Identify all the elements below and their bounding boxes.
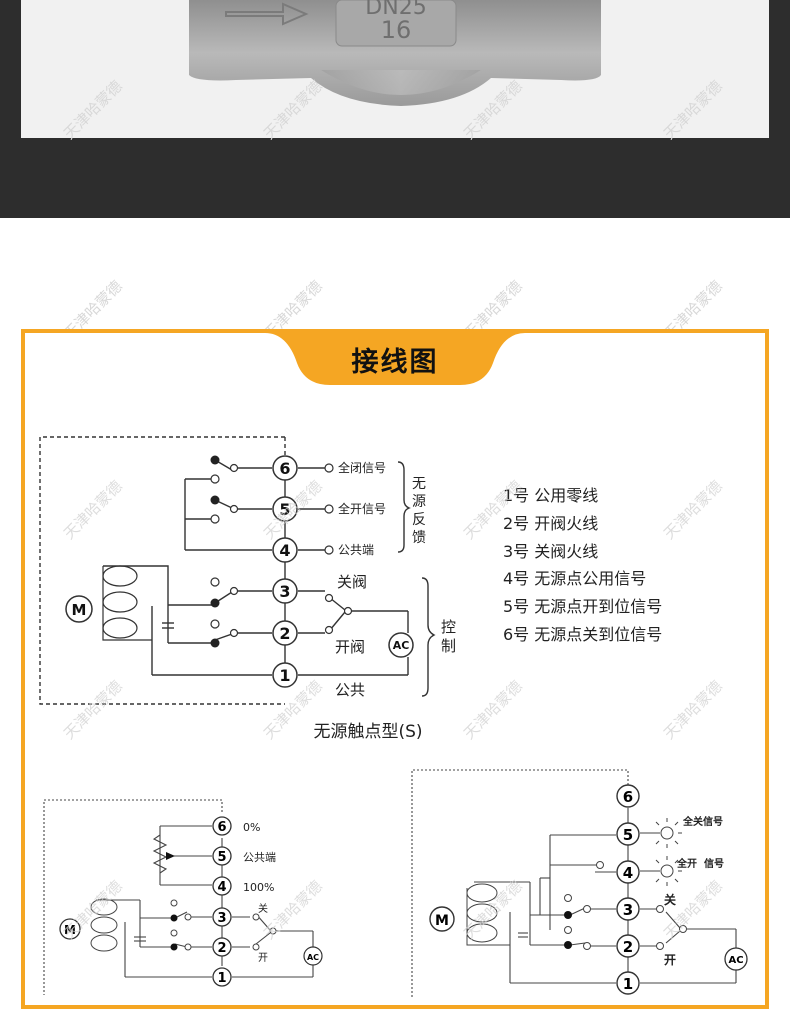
svg-text:AC: AC — [728, 955, 743, 966]
label-close-valve: 关阀 — [337, 573, 367, 591]
svg-text:5: 5 — [623, 826, 633, 844]
section-title: 接线图 — [351, 347, 439, 378]
svg-text:制: 制 — [441, 637, 456, 655]
label-close: 关 — [664, 892, 676, 907]
label-zero-percent: 0% — [243, 821, 260, 834]
svg-text:1: 1 — [623, 975, 633, 993]
label-full-close-signal: 全关信号 — [682, 815, 723, 828]
svg-text:4: 4 — [279, 541, 290, 560]
terminal-3: 3 — [272, 578, 298, 604]
label-full-open: 全开 — [676, 857, 697, 870]
svg-text:3: 3 — [217, 911, 226, 926]
svg-text:2: 2 — [279, 624, 290, 643]
svg-text:3: 3 — [623, 901, 633, 919]
svg-text:4: 4 — [217, 880, 226, 895]
svg-text:AC: AC — [307, 953, 319, 962]
label-common-terminal: 公共端 — [243, 851, 276, 864]
label-common: 公共 — [335, 681, 365, 699]
enclosure-border — [39, 436, 285, 705]
svg-text:M: M — [435, 913, 449, 929]
svg-text:控: 控 — [441, 618, 456, 636]
svg-text:反: 反 — [412, 512, 426, 528]
legend-item: 6号 无源点关到位信号 — [503, 625, 662, 644]
svg-text:6: 6 — [279, 459, 290, 478]
terminal-1: 1 — [272, 662, 298, 688]
legend-item: 1号 公用零线 — [503, 486, 598, 505]
terminal-2: 2 — [272, 620, 298, 646]
svg-text:1: 1 — [279, 666, 290, 685]
cast-mark-pn: 16 — [381, 16, 412, 44]
label-open: 开 — [664, 953, 676, 967]
label-close: 关 — [258, 902, 268, 915]
svg-text:5: 5 — [279, 500, 290, 519]
legend-item: 4号 无源点公用信号 — [503, 569, 646, 588]
label-full-close-signal: 全闭信号 — [338, 460, 386, 475]
motor-coil-icon — [466, 883, 510, 946]
motor-coil-icon — [90, 898, 118, 952]
label-open: 开 — [258, 953, 268, 964]
label-signal: 信号 — [704, 857, 724, 870]
title-tab — [265, 333, 525, 385]
svg-text:6: 6 — [217, 820, 226, 835]
label-open-valve: 开阀 — [335, 638, 365, 656]
diagram-caption: 无源触点型(S) — [313, 722, 422, 742]
svg-text:源: 源 — [412, 494, 426, 510]
legend-item: 2号 开阀火线 — [503, 514, 598, 533]
legend-item: 5号 无源点开到位信号 — [503, 597, 662, 616]
svg-text:M: M — [64, 923, 76, 937]
svg-text:5: 5 — [217, 850, 226, 865]
motor-symbol: M — [65, 595, 93, 623]
terminal-column: 6 5 4 3 2 1 — [212, 816, 232, 987]
ac-source: AC — [724, 947, 748, 971]
svg-text:2: 2 — [217, 941, 226, 956]
control-group-label: 控 制 — [441, 618, 456, 655]
svg-text:M: M — [72, 601, 87, 619]
signal-lamp-icon — [652, 818, 682, 886]
svg-text:3: 3 — [279, 582, 290, 601]
terminal-4: 4 — [272, 537, 298, 563]
motor-symbol: M — [429, 906, 455, 932]
label-common-terminal: 公共端 — [338, 543, 374, 557]
flow-arrow-icon — [225, 2, 309, 26]
svg-text:2: 2 — [623, 938, 633, 956]
svg-text:无: 无 — [412, 476, 426, 492]
label-hundred-percent: 100% — [243, 881, 274, 894]
terminal-6: 6 — [272, 455, 298, 481]
label-full-open-signal: 全开信号 — [338, 501, 386, 516]
svg-text:1: 1 — [217, 971, 226, 986]
valve-body-image: DN25 16 — [189, 0, 601, 106]
ac-source: AC — [388, 632, 414, 658]
cast-mark-dn: DN25 — [365, 0, 426, 20]
feedback-group-label: 无 源 反 馈 — [412, 476, 426, 546]
motor-symbol: M — [59, 918, 81, 940]
product-photo: DN25 16 — [21, 0, 769, 138]
svg-text:6: 6 — [623, 788, 633, 806]
ac-source: AC — [303, 946, 323, 966]
svg-text:AC: AC — [393, 639, 410, 652]
terminal-column: 6 5 4 3 2 1 — [616, 784, 640, 995]
svg-text:4: 4 — [623, 864, 633, 882]
motor-coil-icon — [102, 565, 152, 641]
svg-text:馈: 馈 — [412, 530, 426, 546]
terminal-5: 5 — [272, 496, 298, 522]
terminal-legend: 1号 公用零线 2号 开阀火线 3号 关阀火线 4号 无源点公用信号 5号 无源… — [503, 486, 662, 644]
legend-item: 3号 关阀火线 — [503, 542, 598, 561]
